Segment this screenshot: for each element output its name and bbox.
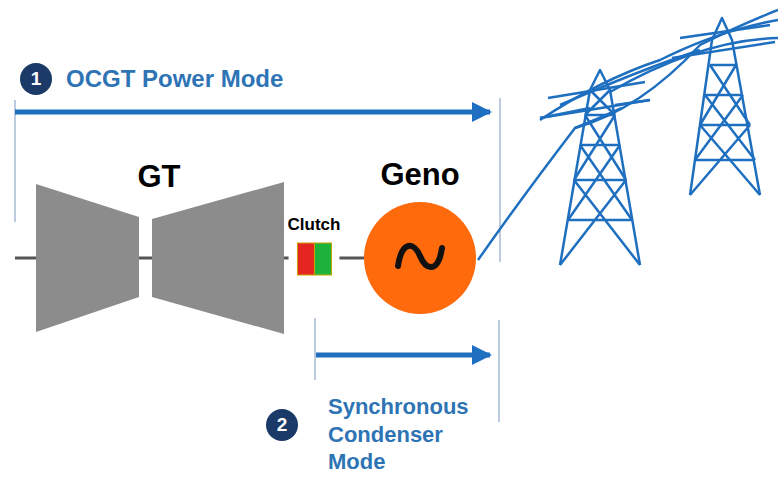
mode-arrow [15,110,490,115]
clutch: Clutch [285,214,344,280]
shaft [284,257,289,260]
callout-number: 2 [266,409,298,441]
clutch-half [297,243,314,275]
mode-label: Synchronous Condenser Mode [328,393,478,476]
ac-symbol [398,246,442,267]
generator: Geno [360,156,480,318]
generator-circle [364,202,476,314]
node-heading: Geno [360,156,480,192]
node-heading: GT [30,158,288,194]
gas-turbine: GT [30,158,288,340]
transmission-tower [478,10,778,265]
compressor-shape [36,184,139,332]
clutch-half [314,243,331,275]
shaft [339,257,364,260]
mode-arrow [316,353,490,358]
node-heading: Clutch [285,214,344,235]
callout-number: 1 [20,63,52,95]
extent-line [15,98,500,422]
mode-label: OCGT Power Mode [66,64,396,94]
turbine-shape [152,182,284,334]
